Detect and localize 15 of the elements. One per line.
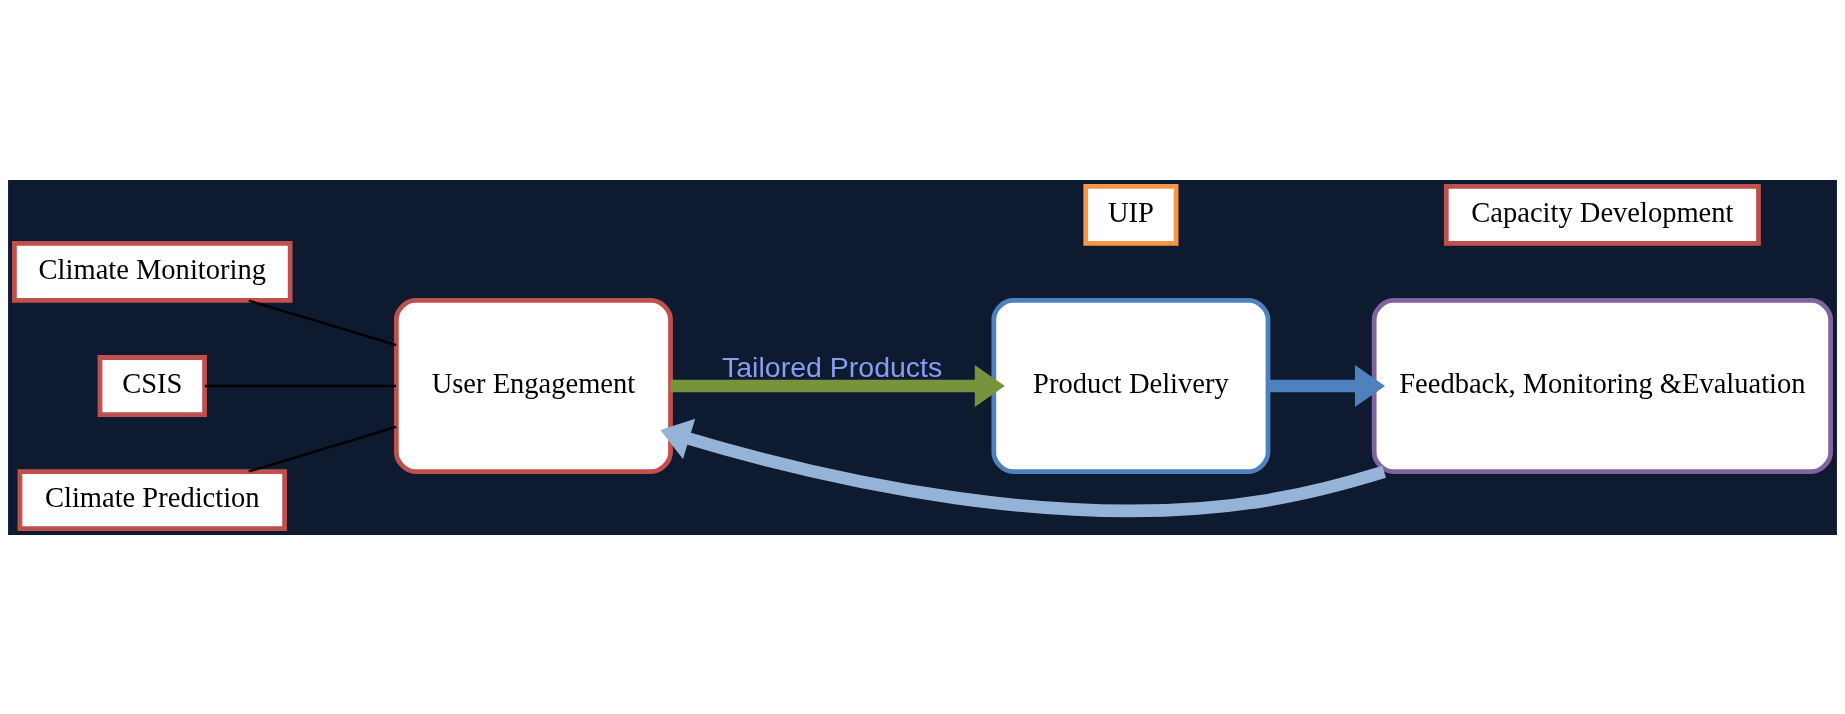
- connector: [248, 298, 397, 346]
- connector: [204, 384, 397, 387]
- node-box: Product Delivery: [991, 297, 1271, 474]
- arrow: [660, 418, 1386, 517]
- node-box: Capacity Development: [1443, 183, 1761, 246]
- node-box: Climate Monitoring: [12, 240, 293, 303]
- node-box: UIP: [1083, 183, 1179, 246]
- arrow: [1268, 364, 1386, 407]
- node-box: CSIS: [97, 354, 207, 417]
- node-box: Feedback, Monitoring &Evaluation: [1371, 297, 1833, 474]
- node-box: User Engagement: [393, 297, 673, 474]
- edge-label: Tailored Products: [722, 350, 943, 383]
- connector: [248, 425, 397, 473]
- arrow: [670, 364, 1005, 407]
- node-box: Climate Prediction: [17, 468, 287, 531]
